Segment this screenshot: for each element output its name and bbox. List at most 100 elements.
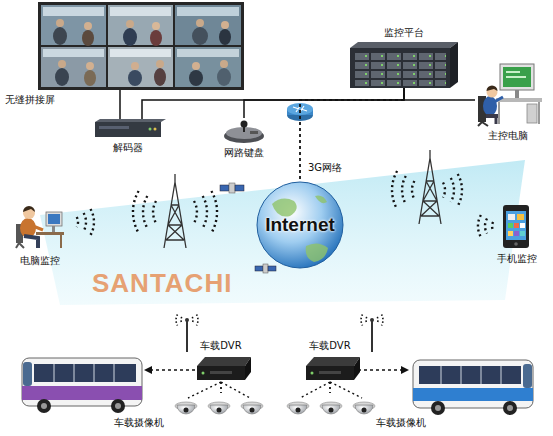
main-pc-illustration: [478, 64, 542, 126]
video-wall-illustration: [84, 70, 96, 86]
node-label: Internet: [265, 213, 335, 236]
globe-illustration: [272, 199, 297, 217]
video-wall-illustration: [108, 5, 173, 45]
node-label: 解码器: [113, 142, 143, 154]
video-wall-illustration: [192, 62, 200, 70]
wireless-arcs: [412, 181, 414, 199]
video-wall-illustration: [219, 29, 231, 45]
dvr-illustration: [311, 372, 314, 375]
camera-illustration: [289, 405, 307, 414]
pc-monitor-person: [52, 226, 55, 232]
video-wall-illustration: [43, 7, 104, 16]
dvr-antenna: [371, 320, 373, 352]
main-pc-illustration: [498, 102, 500, 124]
camera-illustration: [322, 405, 340, 414]
dvr-antenna: [197, 315, 198, 326]
main-control-pc: 主控电脑: [475, 60, 545, 126]
pc-monitor-person: [23, 206, 35, 212]
decoder-illustration: [95, 119, 166, 137]
main-pc-illustration: [527, 104, 537, 123]
bus-illustration: [22, 358, 533, 415]
video-wall-illustration: [175, 5, 241, 45]
dvr-antenna: [370, 318, 374, 322]
wireless-arcs: [84, 213, 86, 231]
camera-illustration: [355, 405, 373, 414]
phone-illustration: [503, 205, 529, 248]
video-wall-illustration: [150, 30, 162, 46]
bus-illustration: [115, 403, 121, 409]
server-illustration: [450, 42, 458, 88]
camera-wires: [188, 382, 221, 398]
connector-line: [119, 90, 121, 119]
phone-illustration: [503, 205, 529, 248]
globe-illustration: [315, 196, 327, 204]
dvr-illustration: [319, 371, 341, 374]
dvr-antenna: [365, 317, 367, 323]
video-wall-illustration: [152, 22, 160, 30]
bus-illustration: [37, 399, 51, 413]
main-pc-illustration: [538, 102, 540, 124]
tower-illustration: [164, 150, 441, 248]
main-pc-illustration: [487, 86, 498, 91]
dvr-antenna: [185, 318, 189, 322]
phone-illustration: [514, 231, 519, 236]
wireless-arcs: [133, 191, 139, 233]
decoder-illustration: [99, 126, 129, 129]
camera-illustration: [177, 405, 195, 414]
video-wall-illustration: [86, 62, 94, 70]
bus-illustration: [94, 364, 95, 382]
main-pc-illustration: [478, 122, 482, 126]
bus-illustration: [481, 366, 482, 384]
wireless-arcs: [402, 176, 406, 204]
dvr-antenna: [186, 320, 188, 352]
satellite-illustration: [255, 266, 263, 271]
phone-illustration: [520, 231, 525, 236]
wireless-arcs: [443, 183, 445, 198]
globe-illustration: [306, 243, 328, 262]
video-wall-illustration: [123, 28, 137, 46]
keyboard-illustration: [250, 131, 258, 134]
satellite-illustration: [268, 266, 276, 271]
cyan-plane: [40, 160, 525, 305]
video-wall-illustration: [53, 27, 67, 45]
wireless-arcs: [451, 178, 454, 202]
bus-illustration: [111, 399, 125, 413]
video-wall-illustration: [41, 5, 106, 45]
pc-monitor-person: [46, 212, 62, 226]
dvr-illustration: [245, 357, 251, 380]
satellite-illustration: [229, 183, 235, 193]
video-wall-illustration: [156, 60, 164, 68]
dvr-bus-link: [150, 369, 195, 371]
video-wall-illustration: [192, 27, 208, 45]
camera-illustration: [217, 408, 222, 413]
video-wall-illustration: [110, 49, 171, 57]
bus-illustration: [22, 386, 142, 400]
decoder-illustration: [149, 128, 152, 131]
dvr-antenna: [176, 315, 383, 353]
bus-illustration: [22, 358, 142, 406]
connector-line: [220, 382, 222, 393]
camera-illustration: [250, 408, 255, 413]
video-wall-illustration: [58, 60, 66, 68]
dvr-antenna: [361, 315, 362, 326]
bus-illustration: [431, 401, 445, 415]
video-wall-illustration: [177, 7, 239, 16]
phone-illustration: [517, 214, 524, 220]
video-wall-illustration: [43, 49, 104, 57]
node-label: 车载DVR: [309, 340, 350, 352]
dvr-bus-link: [144, 366, 152, 374]
camera-illustration: [210, 405, 228, 414]
pc-monitor-person: [23, 207, 35, 219]
main-pc-illustration: [515, 90, 519, 98]
dvr-antenna: [376, 317, 378, 323]
satellite-illustration: [235, 185, 244, 191]
main-pc-illustration: [503, 67, 531, 87]
dvr-illustration: [306, 366, 354, 380]
camera-illustration: [184, 408, 189, 413]
pc-monitor-person: [24, 236, 38, 248]
video-wall-illustration: [84, 22, 92, 30]
dvr-illustration: [197, 357, 251, 366]
node-label: 监控平台: [384, 27, 424, 39]
bus-illustration: [54, 364, 55, 382]
keyboard-illustration: [241, 121, 248, 128]
